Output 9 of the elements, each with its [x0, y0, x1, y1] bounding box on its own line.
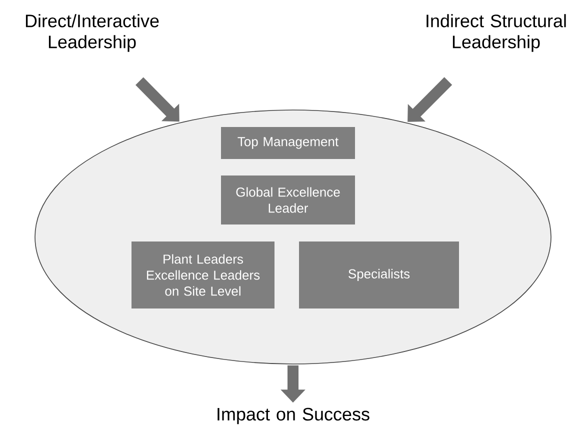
- block-arrow: [408, 77, 452, 122]
- role-box: Specialists: [299, 242, 459, 308]
- heading-text: Direct/Interactive Leadership: [26, 14, 159, 52]
- role-box: Global Excellence Leader: [221, 176, 355, 224]
- role-box: Plant Leaders Excellence Leaders on Site Level: [132, 242, 274, 308]
- heading-text: Impact on Success: [218, 408, 370, 424]
- heading-text: Indirect Structural Leadership: [426, 14, 566, 52]
- role-box: Top Management: [221, 127, 355, 159]
- block-arrow: [136, 77, 180, 122]
